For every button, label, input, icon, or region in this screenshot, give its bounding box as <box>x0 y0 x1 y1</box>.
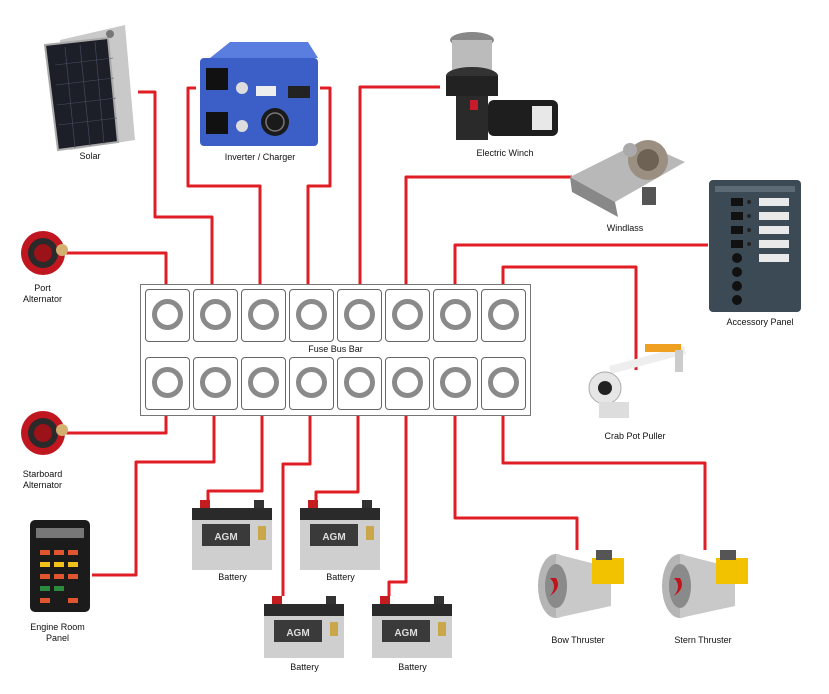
label-port-alt-2: Alternator <box>22 294 63 304</box>
thruster-icon <box>662 550 748 618</box>
label-engine-panel-2: Panel <box>45 633 70 643</box>
battery-icon: AGM <box>300 500 380 570</box>
svg-text:AGM: AGM <box>286 628 309 639</box>
label-battery-1: Battery <box>218 572 247 582</box>
label-battery-2: Battery <box>326 572 355 582</box>
svg-text:AGM: AGM <box>394 628 417 639</box>
label-engine-panel-1: Engine Room <box>30 622 85 632</box>
wire-solar <box>138 90 214 288</box>
fuse-slot <box>289 289 334 342</box>
svg-text:AGM: AGM <box>214 532 237 543</box>
fuse-slot <box>145 357 190 410</box>
fuse-slot <box>385 357 430 410</box>
label-battery-4: Battery <box>398 662 427 672</box>
wire-battery-1 <box>206 412 264 500</box>
label-inverter: Inverter / Charger <box>224 152 296 162</box>
fuse-slot <box>193 289 238 342</box>
label-crab-pot: Crab Pot Puller <box>604 431 666 441</box>
wire-inverter-pos <box>306 86 332 288</box>
label-battery-3: Battery <box>290 662 319 672</box>
fuse-slot <box>241 357 286 410</box>
label-accessory-panel: Accessory Panel <box>726 317 794 327</box>
fuse-slot <box>433 289 478 342</box>
fuse-slot <box>481 289 526 342</box>
label-stern-thruster: Stern Thruster <box>674 635 732 645</box>
wire-battery-2 <box>314 412 360 503</box>
fuse-slot <box>337 289 382 342</box>
windlass-icon <box>570 140 685 217</box>
wire-battery-4 <box>387 412 408 596</box>
fuse-slot <box>337 357 382 410</box>
inverter-icon <box>200 42 318 146</box>
label-stbd-alt-1: Starboard <box>22 469 63 479</box>
battery-icon: AGM <box>192 500 272 570</box>
wire-winch <box>358 85 440 288</box>
fuse-slot <box>193 357 238 410</box>
alternator-icon <box>21 411 68 455</box>
thruster-icon <box>538 550 624 618</box>
fuse-slot <box>289 357 334 410</box>
wire-engine-panel <box>92 412 216 577</box>
wire-windlass <box>404 175 572 288</box>
wire-stern-thruster <box>501 412 707 550</box>
solar-panel-icon <box>43 25 135 152</box>
label-solar: Solar <box>79 151 101 161</box>
wire-battery-3 <box>281 412 312 596</box>
fuse-slot <box>145 289 190 342</box>
fuse-slot <box>433 357 478 410</box>
accessory-panel-icon <box>709 180 801 312</box>
winch-icon <box>446 32 558 140</box>
alternator-icon <box>21 231 68 275</box>
bus-label: Fuse Bus Bar <box>308 344 363 354</box>
wire-stbd-alternator <box>62 412 168 435</box>
label-port-alt-1: Port <box>34 283 51 293</box>
fuse-slot <box>241 289 286 342</box>
label-winch: Electric Winch <box>476 148 534 158</box>
label-bow-thruster: Bow Thruster <box>551 635 605 645</box>
label-stbd-alt-2: Alternator <box>22 480 63 490</box>
fuse-bus-bar: Fuse Bus Bar <box>140 284 531 416</box>
label-windlass: Windlass <box>606 223 644 233</box>
battery-icon: AGM <box>372 596 452 658</box>
crab-pot-puller-icon <box>588 344 687 418</box>
fuse-slot <box>481 357 526 410</box>
fuse-panel-icon <box>30 520 90 612</box>
svg-text:AGM: AGM <box>322 532 345 543</box>
fuse-slot <box>385 289 430 342</box>
wire-accessory-panel <box>453 243 708 288</box>
wire-crab-pot <box>501 265 638 370</box>
wire-port-alternator <box>62 251 168 288</box>
wire-inverter-neg <box>186 86 262 288</box>
battery-icon: AGM <box>264 596 344 658</box>
wire-bow-thruster <box>453 412 579 550</box>
